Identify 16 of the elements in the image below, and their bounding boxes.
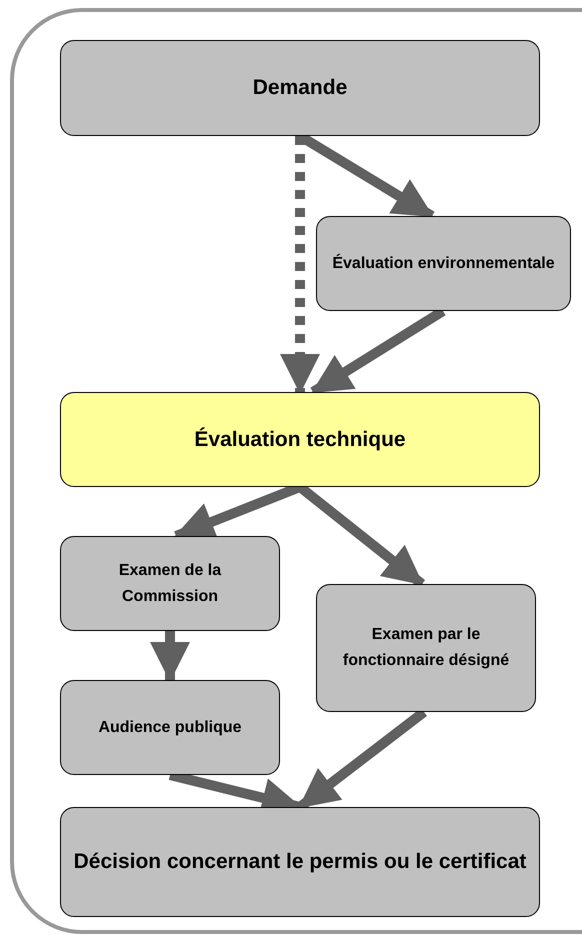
process-box [60, 392, 540, 487]
box-label: Évaluation technique [194, 426, 406, 453]
box-label: Décision concernant le permis ou le certificat [74, 848, 526, 875]
process-box [316, 584, 536, 712]
box-label: Audience publique [98, 718, 242, 738]
process-box [60, 807, 540, 917]
process-box [60, 40, 540, 136]
process-box [60, 680, 280, 775]
process-box [60, 536, 280, 631]
arrow [150, 631, 190, 682]
box-label: Examen par le fonctionnaire désigné [342, 625, 510, 671]
arrow [280, 136, 320, 394]
box-label: Examen de la Commission [118, 560, 222, 606]
box-label: Demande [252, 75, 348, 102]
box-label: Évaluation environnementale [332, 252, 555, 274]
process-box [316, 216, 571, 311]
